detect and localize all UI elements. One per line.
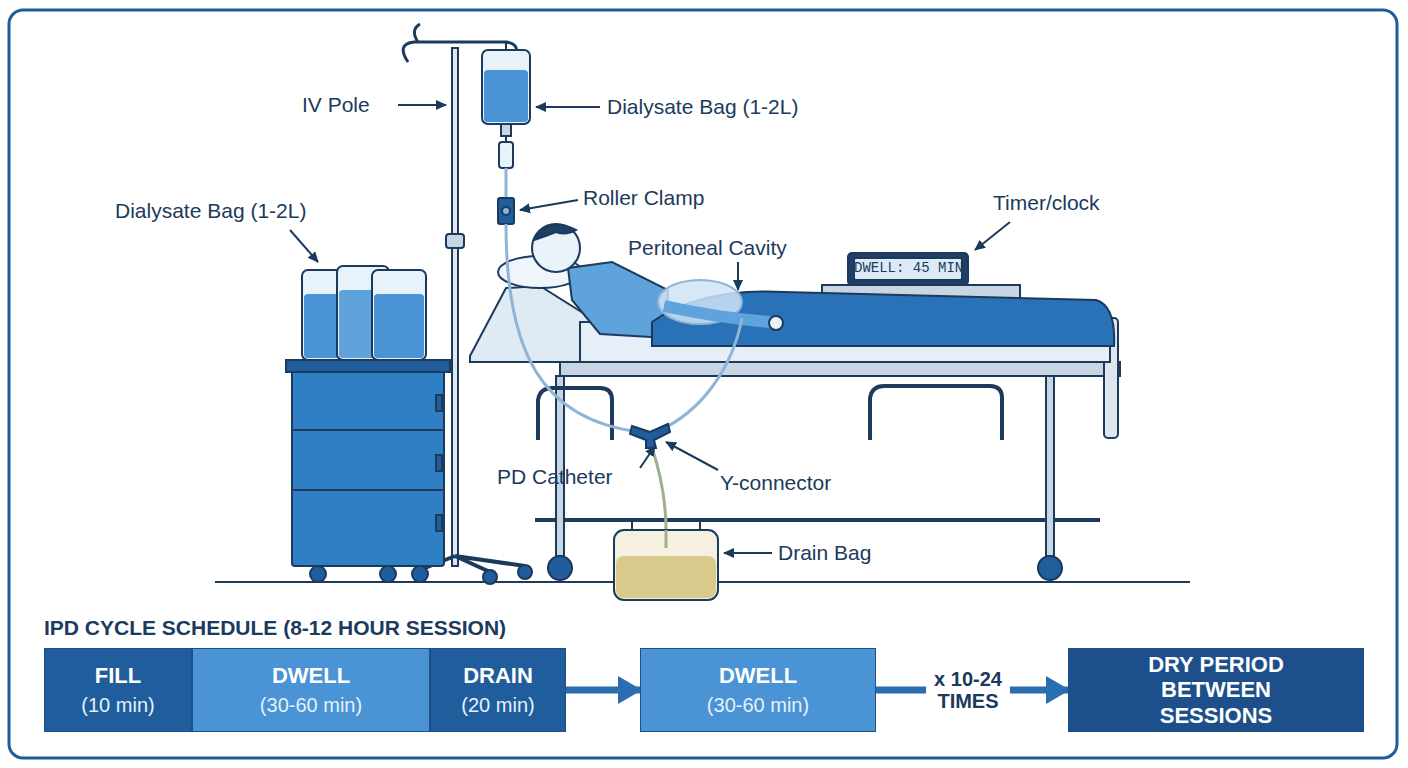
iv-pole: [518, 565, 532, 579]
step-name: DRY PERIOD BETWEEN SESSIONS: [1102, 652, 1330, 728]
step-duration: (20 min): [461, 693, 534, 717]
supply-cart: [436, 395, 442, 411]
drain-bag: [616, 556, 716, 598]
supply-cart: [412, 566, 428, 582]
part-label: Peritoneal Cavity: [628, 236, 787, 259]
iv-pole: [483, 570, 497, 584]
iv-pole: [452, 48, 458, 566]
hanging-dialysate-bag: [482, 50, 530, 124]
leader-lines: [737, 262, 739, 290]
cart-dialysate-bags: [374, 294, 424, 358]
timer-clock: [854, 258, 962, 280]
part-label: Timer/clock: [993, 191, 1100, 214]
leader-lines: [640, 446, 655, 468]
supply-cart: [436, 455, 442, 471]
leader-lines: [290, 230, 318, 262]
hospital-bed: [548, 556, 572, 580]
hospital-bed: [1046, 376, 1054, 556]
iv-pole: [446, 234, 464, 248]
hospital-bed: [560, 362, 1120, 376]
hospital-bed: [870, 386, 1002, 440]
flow-arrow: [566, 687, 640, 694]
timer-clock: [848, 253, 968, 285]
hospital-bed: [538, 388, 612, 440]
part-label: IV Pole: [302, 93, 370, 116]
part-label: Drain Bag: [778, 541, 871, 564]
timer-clock: [848, 253, 968, 285]
hanging-dialysate-bag: [505, 136, 507, 142]
drain-bag: [614, 530, 718, 600]
schedule-step: DRY PERIOD BETWEEN SESSIONS: [1068, 648, 1364, 732]
hanging-dialysate-bag: [505, 42, 507, 50]
drain-bag: [614, 520, 718, 600]
part-label: Roller Clamp: [583, 186, 704, 209]
hanging-dialysate-bag: [505, 168, 508, 198]
step-name: DRAIN: [463, 663, 533, 688]
supply-cart: [380, 566, 396, 582]
leader-lines: [666, 442, 718, 470]
leader-lines: [536, 106, 600, 108]
schedule-step: DWELL (30-60 min): [192, 648, 430, 732]
patient: [769, 316, 783, 330]
roller-clamp: [502, 207, 510, 215]
leader-lines: [398, 104, 446, 106]
roller-clamp: [498, 198, 514, 224]
patient: [498, 224, 1114, 346]
hanging-dialysate-bag: [501, 124, 511, 136]
cart-dialysate-bags: [302, 266, 426, 360]
tubing: [506, 224, 640, 432]
outer-frame: [9, 10, 1397, 758]
schedule-step: DWELL (30-60 min): [640, 648, 876, 732]
supply-cart: [292, 429, 444, 431]
supply-cart: [310, 566, 326, 582]
step-name: DWELL: [719, 663, 797, 688]
leader-lines: [290, 105, 1010, 553]
leader-lines: [975, 222, 1010, 250]
roller-clamp: [498, 198, 514, 224]
schedule-step: FILL (10 min): [44, 648, 192, 732]
supply-cart: [286, 360, 450, 582]
patient: [532, 224, 580, 272]
outer-frame: [9, 10, 1397, 758]
patient: [534, 225, 576, 240]
repeat-label: x 10-24 TIMES: [926, 668, 1010, 712]
part-label: PD Catheter: [497, 465, 613, 488]
y-connector: [630, 424, 670, 448]
hanging-dialysate-bag: [484, 70, 528, 122]
y-connector: [630, 424, 670, 448]
leader-lines: [724, 552, 772, 554]
step-duration: (30-60 min): [707, 693, 809, 717]
hospital-bed: [1038, 556, 1062, 580]
step-name: DWELL: [272, 663, 350, 688]
display-readout: DWELL: 45 MIN: [854, 261, 962, 276]
cart-dialysate-bags: [372, 270, 426, 360]
part-label: Dialysate Bag (1-2L): [115, 199, 306, 222]
schedule-title: IPD CYCLE SCHEDULE (8-12 HOUR SESSION): [44, 616, 506, 639]
hanging-dialysate-bag: [499, 142, 513, 168]
hanging-dialysate-bag: [482, 42, 530, 198]
hospital-bed: [470, 286, 1120, 580]
patient: [664, 306, 770, 322]
supply-cart: [436, 515, 442, 531]
leader-lines: [520, 200, 578, 210]
schedule-step: DRAIN (20 min): [430, 648, 566, 732]
supply-cart: [286, 360, 450, 372]
supply-cart: [292, 489, 444, 491]
part-label: Y-connector: [720, 471, 831, 494]
tubing: [660, 318, 742, 430]
drain-bag: [665, 530, 668, 548]
hospital-bed: [535, 518, 1100, 522]
step-duration: (30-60 min): [260, 693, 362, 717]
supply-cart: [292, 368, 444, 566]
step-name: FILL: [95, 663, 141, 688]
step-duration: (10 min): [81, 693, 154, 717]
part-label: Dialysate Bag (1-2L): [607, 95, 798, 118]
iv-pole: [414, 24, 420, 42]
tubing: [650, 442, 666, 530]
